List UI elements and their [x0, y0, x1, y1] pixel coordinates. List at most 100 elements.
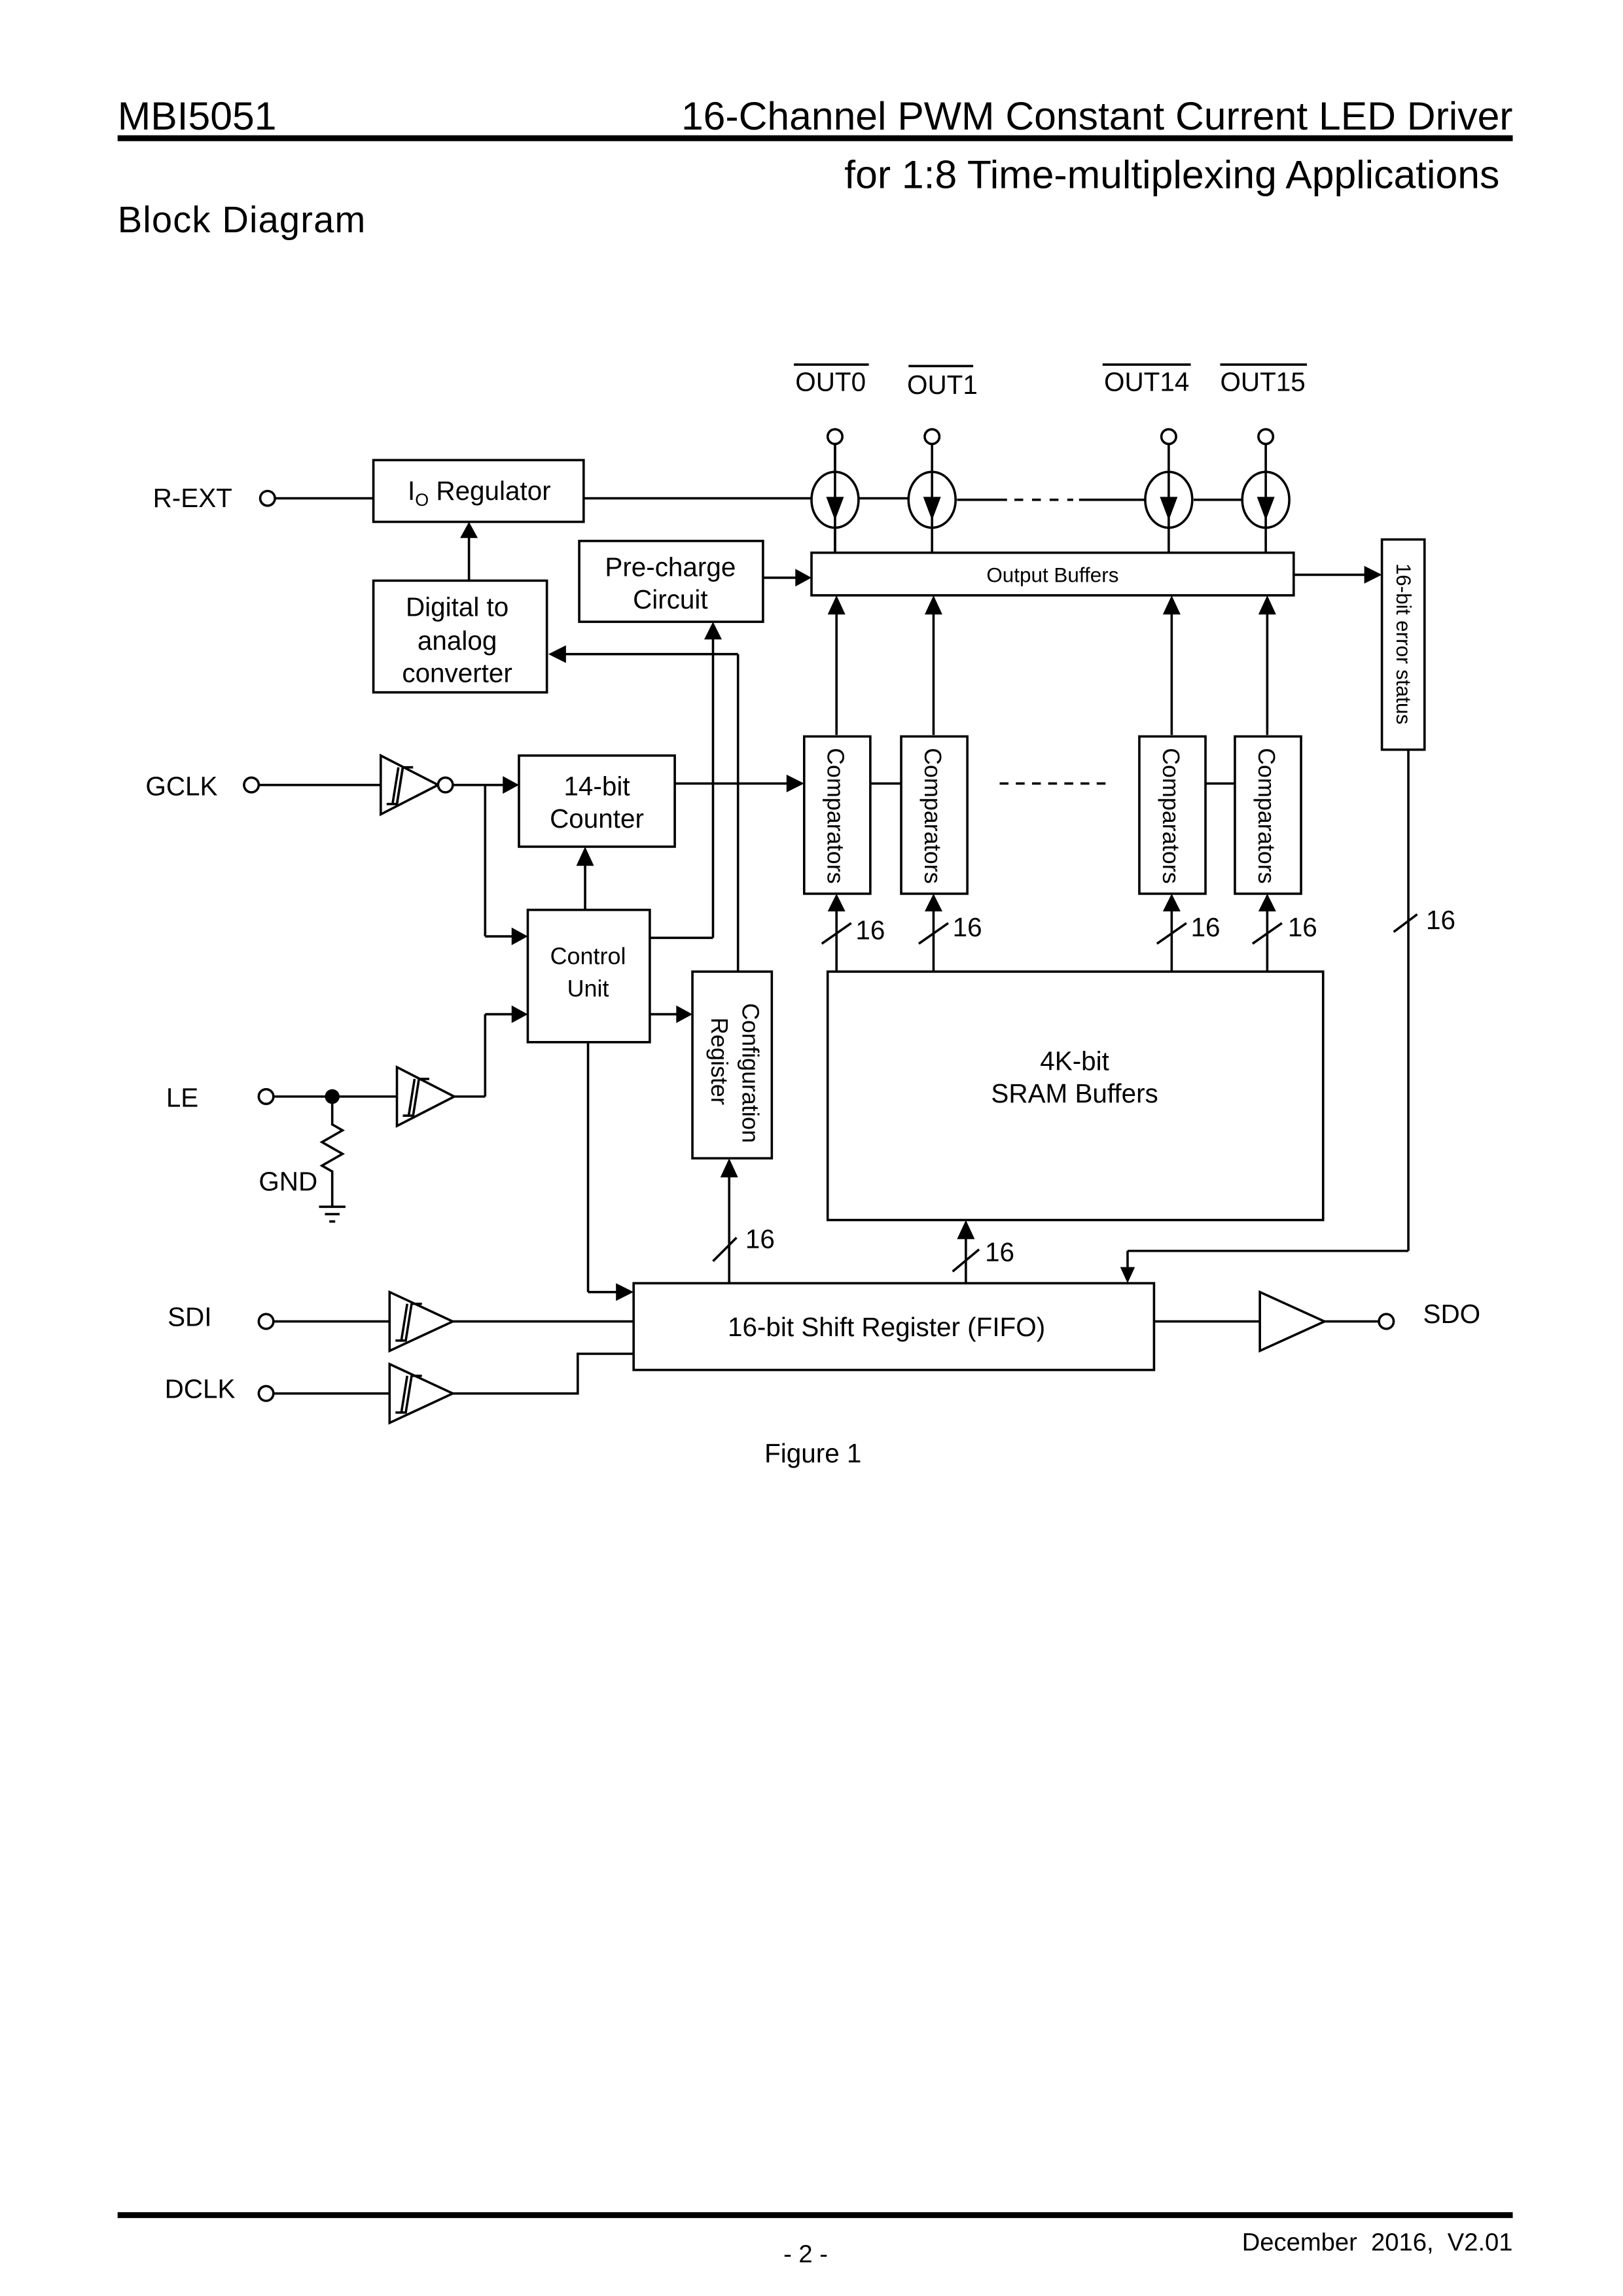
- output-buffer-icon: [1258, 1290, 1328, 1353]
- comparator-label: Comparators: [823, 748, 849, 884]
- arrow-icon: [676, 1005, 693, 1023]
- arrow-icon: [786, 774, 804, 792]
- precharge-label-line1: Pre-charge: [605, 552, 736, 582]
- precharge-block: [578, 539, 764, 624]
- comparator-block: [802, 735, 872, 895]
- schmitt-inverter-icon: [380, 753, 441, 817]
- rext-label: R-EXT: [153, 483, 232, 513]
- document-title: 16-Channel PWM Constant Current LED Driv…: [681, 94, 1513, 138]
- arrow-icon: [1364, 565, 1382, 584]
- footer-page-number: - 2 -: [783, 2240, 828, 2268]
- document-subtitle: for 1:8 Time-multiplexing Applications: [844, 152, 1499, 197]
- arrow-icon: [957, 1220, 975, 1239]
- arrow-icon: [1120, 1267, 1135, 1284]
- dclk-pin-icon: [257, 1385, 275, 1402]
- comparator-label: Comparators: [919, 748, 946, 884]
- sdi-pin-icon: [257, 1313, 275, 1330]
- precharge-label-line2: Circuit: [633, 584, 708, 614]
- sram-buffers-block: [826, 970, 1325, 1222]
- output-buffers-label: Output Buffers: [986, 564, 1118, 587]
- junction-dot-icon: [325, 1089, 340, 1104]
- counter-block: [518, 754, 676, 848]
- header-rule: [117, 135, 1513, 141]
- error-status-block: [1380, 538, 1426, 751]
- arrow-icon: [576, 846, 594, 866]
- pulldown-resistor-icon: [319, 1096, 346, 1207]
- sram-buses: 16 16 16 16: [821, 893, 1317, 972]
- sram-label-line1: 4K-bit: [1040, 1046, 1109, 1076]
- bus-width-label: 16: [1288, 912, 1317, 942]
- config-register-label-line1: Configuration: [737, 1003, 764, 1143]
- counter-label-line1: 14-bit: [563, 771, 630, 801]
- control-unit-block: [526, 908, 651, 1044]
- control-unit-label-line2: Unit: [567, 975, 609, 1002]
- sram-label-line2: SRAM Buffers: [991, 1078, 1158, 1108]
- section-title: Block Diagram: [118, 199, 366, 240]
- out15-pin-icon: [1257, 428, 1275, 446]
- sdo-label: SDO: [1423, 1299, 1480, 1329]
- bus-slash-icon: [1393, 913, 1418, 933]
- sdi-label: SDI: [168, 1301, 211, 1332]
- block-diagram: OUT0 OUT1 OUT14 OUT15: [145, 363, 1480, 1425]
- out1-label: OUT1: [907, 370, 978, 400]
- error-status-label: 16-bit error status: [1392, 563, 1415, 724]
- footer-rule: [117, 2212, 1513, 2218]
- arrow-icon: [503, 776, 519, 794]
- gclk-pin-icon: [243, 776, 260, 794]
- out14-label: OUT14: [1104, 367, 1189, 397]
- arrow-icon: [795, 569, 812, 587]
- comparator-label: Comparators: [1158, 748, 1185, 884]
- figure-caption: Figure 1: [764, 1438, 861, 1468]
- arrow-icon: [511, 927, 528, 945]
- gclk-label: GCLK: [145, 771, 217, 801]
- bus-width-label: 16: [1191, 912, 1221, 942]
- shift-register-label: 16-bit Shift Register (FIFO): [728, 1312, 1045, 1342]
- arrow-icon: [704, 622, 722, 640]
- part-number: MBI5051: [118, 94, 277, 138]
- bus-width-label: 16: [745, 1224, 775, 1254]
- arrow-icon: [720, 1158, 738, 1178]
- config-register-block: [691, 970, 774, 1160]
- schmitt-buffer-icon: [388, 1290, 456, 1353]
- dac-label-line3: converter: [402, 658, 512, 688]
- footer-date-version: December 2016, V2.01: [1242, 2228, 1513, 2256]
- out15-label: OUT15: [1220, 367, 1305, 397]
- sdo-pin-icon: [1378, 1313, 1395, 1330]
- comparator-block: [900, 735, 969, 895]
- out0-label: OUT0: [795, 367, 866, 397]
- out0-pin-icon: [826, 428, 844, 446]
- current-sources: [583, 428, 1291, 553]
- io-regulator-block: [372, 459, 585, 523]
- dac-label-line1: Digital to: [406, 592, 508, 622]
- io-regulator-label: IO Regulator: [408, 476, 551, 510]
- dac-block: [372, 579, 548, 694]
- bus-width-label: 16: [855, 915, 885, 945]
- rext-pin-icon: [259, 489, 276, 507]
- counter-label-line2: Counter: [550, 804, 644, 834]
- arrow-icon: [511, 1005, 528, 1023]
- comparators: Comparators Comparators Comparators Comp…: [802, 735, 1302, 895]
- bus-slash-icon: [952, 1248, 980, 1273]
- gnd-label: GND: [259, 1167, 317, 1197]
- comparator-block: [1138, 735, 1207, 895]
- control-unit-label-line1: Control: [550, 943, 626, 970]
- bus-width-label: 16: [953, 912, 982, 942]
- shift-register-block: [632, 1282, 1156, 1371]
- schmitt-buffer-icon: [395, 1065, 457, 1128]
- bus-slash-icon: [712, 1237, 738, 1262]
- dac-label-line2: analog: [418, 626, 497, 656]
- comparator-block: [1234, 735, 1302, 895]
- out14-pin-icon: [1160, 428, 1177, 446]
- out1-pin-icon: [923, 428, 941, 446]
- bus-width-label: 16: [985, 1237, 1014, 1267]
- comparator-outputs: [827, 595, 1276, 735]
- arrow-icon: [548, 645, 566, 663]
- dclk-label: DCLK: [165, 1373, 236, 1404]
- bus-width-label: 16: [1426, 905, 1455, 935]
- schmitt-buffer-icon: [388, 1362, 456, 1425]
- arrow-icon: [616, 1283, 634, 1301]
- output-labels: OUT0 OUT1 OUT14 OUT15: [794, 363, 1308, 400]
- le-label: LE: [166, 1083, 198, 1113]
- config-register-label-line2: Register: [706, 1017, 733, 1105]
